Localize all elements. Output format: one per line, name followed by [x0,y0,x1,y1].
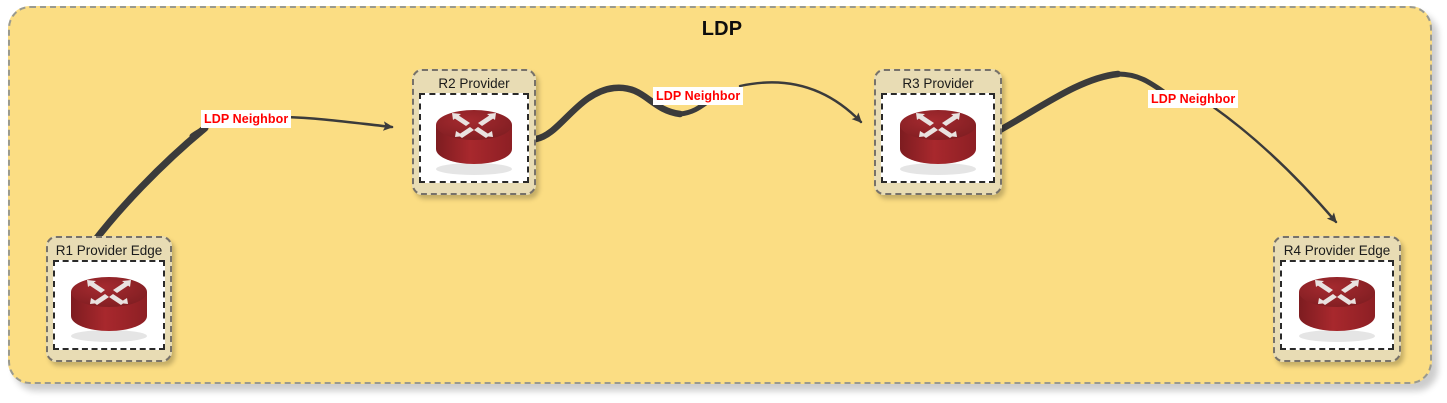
node-r3-icon-frame [881,93,995,183]
node-r3[interactable]: R3 Provider [874,69,1002,195]
router-icon [71,277,147,342]
link-label-r2-r3: LDP Neighbor [653,87,744,105]
ldp-domain-container: LDP [8,6,1432,384]
link-label-r1-r2: LDP Neighbor [201,110,292,128]
node-r2-label: R2 Provider [438,76,510,91]
node-r4-label: R4 Provider Edge [1283,243,1391,258]
router-icon [900,110,976,175]
router-icon [1299,277,1375,342]
node-r4-icon-frame [1280,260,1394,350]
link-label-r3-r4: LDP Neighbor [1148,90,1239,108]
router-icon [436,110,512,175]
node-r1[interactable]: R1 Provider Edge [46,236,172,362]
node-r4[interactable]: R4 Provider Edge [1273,236,1401,362]
node-r3-label: R3 Provider [902,76,974,91]
node-r1-icon-frame [53,260,165,350]
node-r2-icon-frame [419,93,529,183]
node-r2[interactable]: R2 Provider [412,69,536,195]
node-r1-label: R1 Provider Edge [55,243,163,258]
page-title: LDP [701,18,743,40]
